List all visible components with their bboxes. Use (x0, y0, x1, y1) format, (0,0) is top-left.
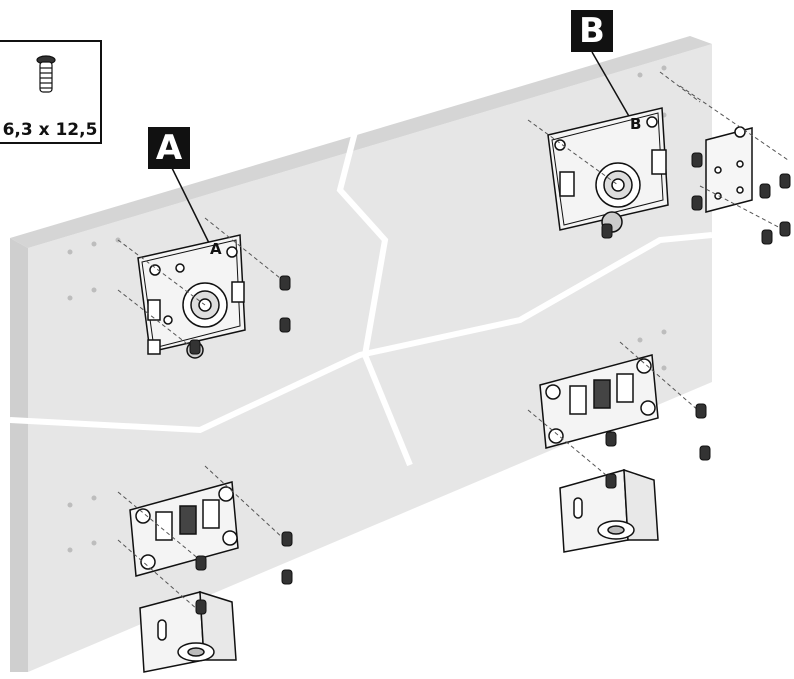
leader-line-a (171, 167, 211, 246)
part-letter-b: B (630, 115, 642, 133)
screw-icon (691, 152, 703, 168)
floor-guide-right (559, 468, 659, 553)
screw-icon (279, 275, 291, 291)
screw-icon (195, 599, 207, 615)
part-letter-a: A (210, 240, 222, 258)
screw-icon (761, 229, 773, 245)
panel-crack-1 (336, 131, 413, 467)
mechanism-b (547, 107, 753, 233)
screw-icon (281, 531, 293, 547)
panel-side-edge (10, 238, 28, 672)
guide-plate-right (539, 354, 659, 449)
panel-crack-2 (9, 232, 713, 434)
assembly-guide-lines (117, 71, 789, 611)
screw-legend: 6,3 x 12,5 (0, 40, 102, 144)
screw-icon (36, 55, 56, 93)
screw-icon (605, 431, 617, 447)
screw-icon (279, 317, 291, 333)
screw-icon (195, 555, 207, 571)
label-a: A (148, 127, 190, 169)
screw-icon (759, 183, 771, 199)
screw-icon (779, 221, 791, 237)
screw-icon (605, 473, 617, 489)
mechanism-a (137, 234, 246, 359)
screw-size-label: 6,3 x 12,5 (2, 120, 98, 140)
label-b: B (571, 10, 613, 52)
screw-icon (691, 195, 703, 211)
floor-guide-left (139, 590, 237, 673)
guide-plate-left (129, 481, 239, 577)
leader-line-b (591, 51, 631, 119)
screw-icon (281, 569, 293, 585)
screw-icon (695, 403, 707, 419)
screw-icon (189, 339, 201, 355)
screw-icon (779, 173, 791, 189)
screws (189, 152, 791, 615)
screw-icon (601, 223, 613, 239)
screw-icon (699, 445, 711, 461)
